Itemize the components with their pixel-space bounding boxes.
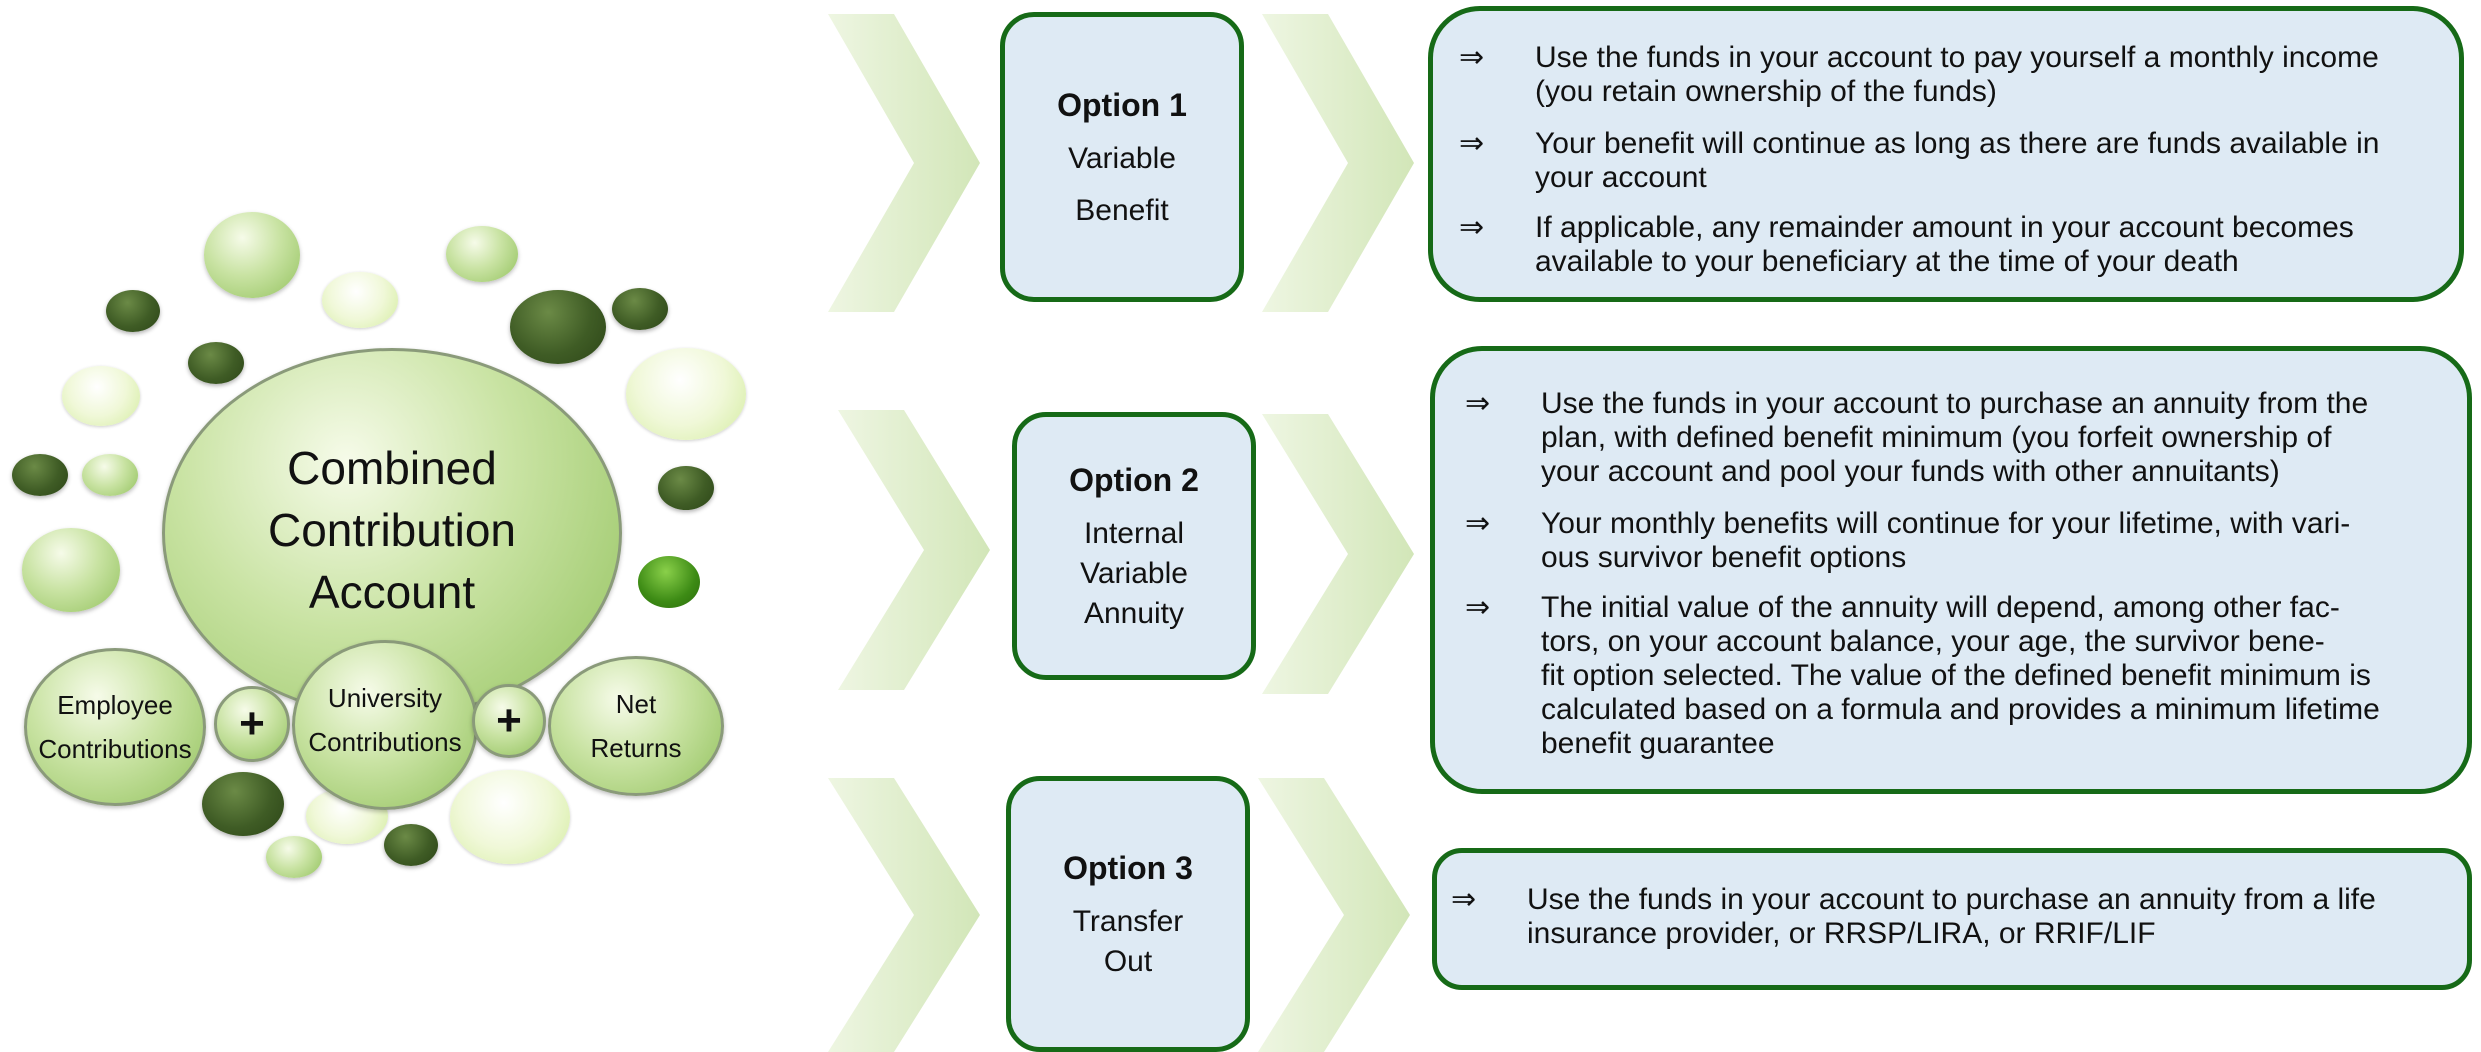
decorative-bubble (22, 528, 120, 612)
net-returns-line: Returns (590, 733, 682, 763)
bullet-line: Use the funds in your account to purchas… (1541, 387, 2369, 420)
chevron-right-icon (828, 778, 980, 1052)
decorative-bubble (638, 556, 700, 608)
bullet-line: Your monthly benefits will continue for … (1541, 507, 2351, 540)
bullet-text: Your monthly benefits will continue for … (1541, 507, 2350, 575)
bullet-line: Your benefit will continue as long as th… (1535, 127, 2380, 160)
bullet-line: calculated based on a formula and provid… (1541, 693, 2380, 726)
bullet-text: If applicable, any remainder amount in y… (1535, 211, 2354, 279)
net-returns-bubble (548, 656, 724, 796)
decorative-bubble (612, 288, 668, 330)
bullet-arrow-icon: ⇒ (1465, 387, 1491, 420)
option-1-title: Option 1 (1057, 86, 1187, 123)
bullet-line: ous survivor benefit options (1541, 541, 1907, 574)
chevron-right-icon (1262, 14, 1414, 312)
option-3-title: Option 3 (1063, 849, 1193, 886)
employee-contributions-label: Employee Contributions (24, 648, 206, 806)
university-contributions-label: University Contributions (292, 640, 478, 800)
university-contributions-line: University (327, 683, 443, 713)
decorative-bubble (446, 226, 518, 282)
option-2-title: Option 2 (1069, 461, 1199, 498)
option-2-name-line: Variable (1080, 556, 1188, 590)
plus-bubble (214, 686, 290, 762)
decorative-bubble (82, 454, 138, 496)
bullet-arrow-icon: ⇒ (1459, 127, 1485, 160)
employee-contributions-line: Contributions (38, 734, 192, 764)
option-3-box: Option 3 Transfer Out (1006, 776, 1250, 1052)
bullet-line: tors, on your account balance, your age,… (1541, 625, 2325, 658)
decorative-bubble (658, 466, 714, 510)
chevron-right-icon (1258, 778, 1410, 1052)
bullet-text: Your benefit will continue as long as th… (1535, 127, 2379, 195)
option-1-description-box: ⇒ Use the funds in your account to pay y… (1428, 6, 2464, 302)
bullet-line: plan, with defined benefit minimum (you … (1541, 421, 2332, 454)
combined-account-line: Contribution (267, 504, 517, 556)
bullet-arrow-icon: ⇒ (1465, 507, 1491, 540)
decorative-bubble (450, 770, 570, 864)
bullet-arrow-icon: ⇒ (1465, 591, 1491, 624)
bullet-arrow-icon: ⇒ (1451, 883, 1477, 916)
bullet-line: your account (1535, 161, 1707, 194)
bullet-text: Use the funds in your account to purchas… (1541, 387, 2368, 489)
bullet-line: If applicable, any remainder amount in y… (1535, 211, 2354, 244)
bullet-line: insurance provider, or RRSP/LIRA, or RRI… (1527, 917, 2156, 950)
option-3-name-line: Out (1103, 944, 1153, 978)
bullet-arrow-icon: ⇒ (1459, 211, 1485, 244)
option-2-name-line: Internal (1083, 516, 1185, 550)
decorative-bubble (12, 454, 68, 496)
employee-contributions-line: Employee (57, 690, 173, 720)
bullet-line: your account and pool your funds with ot… (1541, 455, 2280, 488)
chevron-right-icon (1262, 414, 1414, 694)
option-1-name-line: Benefit (1075, 193, 1169, 227)
decorative-bubble (106, 290, 160, 332)
bullet-line: The initial value of the annuity will de… (1541, 591, 2340, 624)
option-1-name-line: Variable (1068, 141, 1176, 175)
plus-bubble (472, 684, 546, 758)
option-1-box: Option 1 Variable Benefit (1000, 12, 1244, 302)
net-returns-label: Net Returns (548, 656, 724, 796)
bullet-line: benefit guarantee (1541, 727, 1775, 760)
combined-account-line: Account (308, 566, 476, 618)
bullet-arrow-icon: ⇒ (1459, 41, 1485, 74)
contribution-bubble-cluster: Combined Contribution Account Employee C… (0, 0, 820, 1052)
decorative-bubble (188, 342, 244, 384)
bullet-line: (you retain ownership of the funds) (1535, 75, 1997, 108)
decorative-bubble (510, 290, 606, 364)
option-2-name-line: Annuity (1083, 596, 1185, 630)
net-returns-line: Net (615, 689, 657, 719)
chevron-right-icon (828, 14, 980, 312)
bullet-line: fit option selected. The value of the de… (1541, 659, 2371, 692)
decorative-bubble (62, 366, 140, 426)
plus-operator: + (496, 696, 522, 745)
combined-account-label: Combined Contribution Account (162, 430, 622, 630)
decorative-bubble (322, 272, 398, 328)
chevron-right-icon (838, 410, 990, 690)
decorative-bubble (384, 824, 438, 866)
decorative-bubble (204, 212, 300, 298)
decorative-bubble (266, 836, 322, 878)
combined-account-line: Combined (287, 442, 497, 494)
bullet-text: Use the funds in your account to purchas… (1527, 883, 2376, 951)
decorative-bubble (626, 348, 746, 440)
university-contributions-line: Contributions (308, 727, 462, 757)
decorative-bubble (202, 772, 284, 836)
bullet-line: Use the funds in your account to pay you… (1535, 41, 2379, 74)
option-2-description-box: ⇒ Use the funds in your account to purch… (1430, 346, 2472, 794)
option-3-description-box: ⇒ Use the funds in your account to purch… (1432, 848, 2472, 990)
option-2-box: Option 2 Internal Variable Annuity (1012, 412, 1256, 680)
bullet-line: Use the funds in your account to purchas… (1527, 883, 2376, 916)
option-3-name-line: Transfer (1072, 904, 1184, 938)
employee-contributions-bubble (24, 648, 206, 806)
bullet-text: The initial value of the annuity will de… (1541, 591, 2380, 761)
plus-operator: + (239, 699, 265, 748)
bullet-text: Use the funds in your account to pay you… (1535, 41, 2379, 109)
bullet-line: available to your beneficiary at the tim… (1535, 245, 2239, 278)
